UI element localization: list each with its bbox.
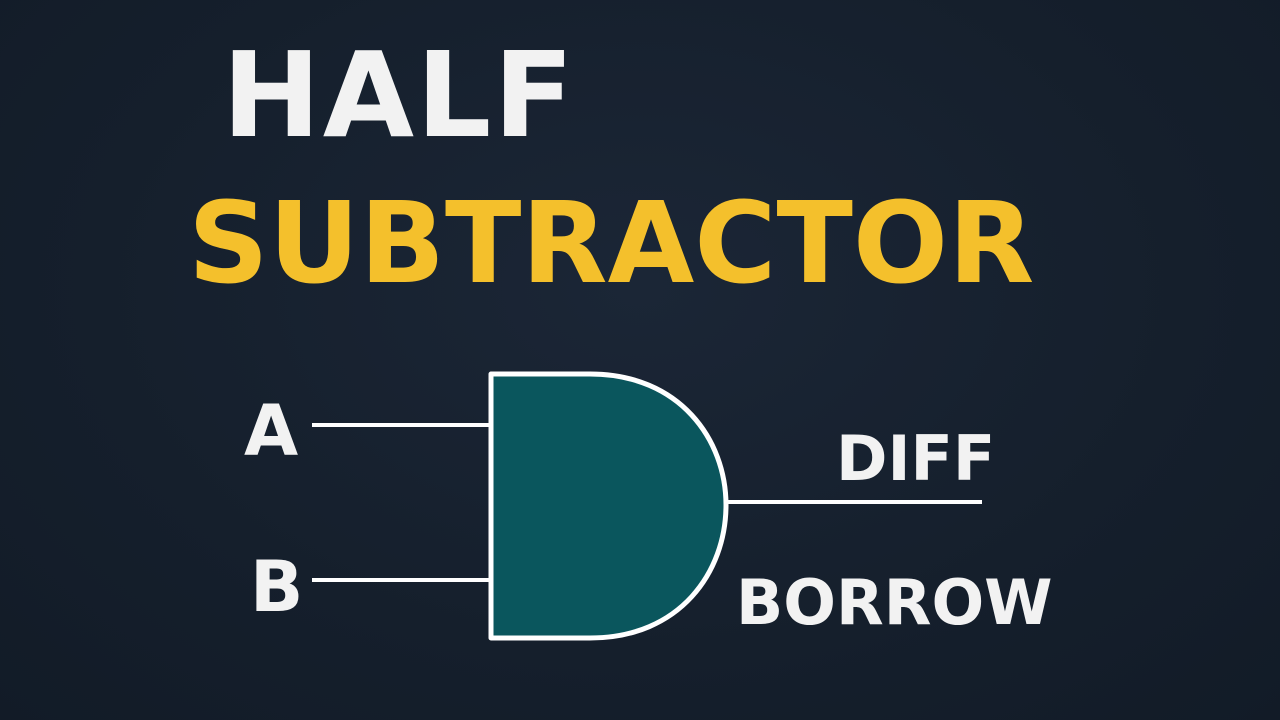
- title-subtractor: SUBTRACTOR: [188, 179, 1035, 309]
- output-borrow-label: BORROW: [736, 566, 1053, 639]
- title-half: HALF: [222, 26, 576, 164]
- output-diff-label: DIFF: [836, 422, 996, 495]
- input-a-label: A: [244, 390, 299, 472]
- input-b-label: B: [250, 546, 304, 628]
- and-gate-icon: [488, 371, 729, 641]
